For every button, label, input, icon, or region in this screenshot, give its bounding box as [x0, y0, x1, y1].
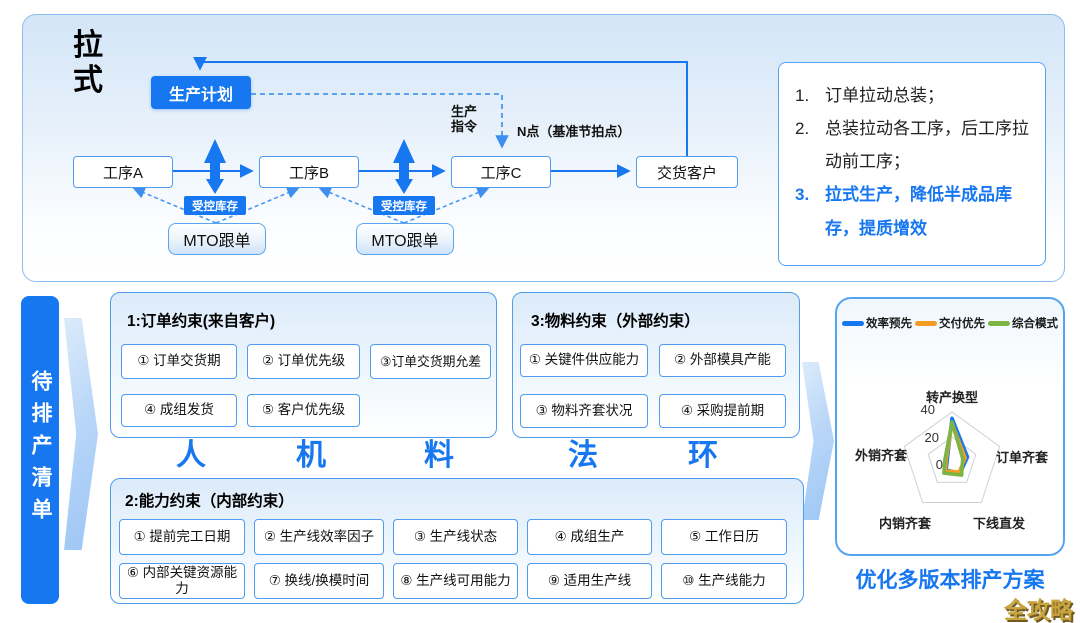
legend-swatch-orange [915, 320, 937, 326]
order-constraints-panel: 1:订单约束(来自客户) ① 订单交货期 ② 订单优先级 ③订单交货期允差 ④ … [110, 292, 497, 438]
panel-title: 1:订单约束(来自客户) [127, 313, 276, 330]
pull-flow-panel: 拉 式 [22, 14, 1065, 282]
note-number: 2. [795, 119, 810, 139]
pull-notes-panel: 1. 订单拉动总装； 2. 总装拉动各工序，后工序拉动前工序； 3. 拉式生产，… [778, 62, 1046, 266]
factor-label: 料 [424, 439, 454, 472]
factor-label: 法 [568, 439, 598, 472]
right-chevron-arrow [64, 318, 98, 550]
flow-connectors [132, 56, 688, 224]
note-item: 2. 总装拉动各工序，后工序拉动前工序； [795, 112, 1035, 178]
constraint-item: ⑤ 工作日历 [661, 519, 787, 555]
constraint-item: ③ 生产线状态 [393, 519, 518, 555]
constraint-item: ⑩ 生产线能力 [661, 563, 787, 599]
controlled-inventory-label-2: 受控库存 [373, 196, 435, 215]
radar-tick: 20 [924, 430, 939, 445]
process-c-box: 工序C [451, 156, 551, 188]
factor-label: 环 [688, 439, 718, 472]
constraint-item: ⑥ 内部关键资源能力 [119, 563, 245, 599]
radar-axis-label: 外销齐套 [855, 448, 908, 463]
material-constraints-panel: 3:物料约束（外部约束） ① 关键件供应能力 ② 外部模具产能 ③ 物料齐套状况… [512, 292, 800, 438]
n-point-label: N点（基准节拍点） [517, 124, 631, 139]
constraint-item: ③订单交货期允差 [370, 344, 491, 379]
constraint-item: ② 生产线效率因子 [254, 519, 384, 555]
pending-schedule-list-label: 待排产清单 [29, 370, 52, 530]
note-number: 1. [795, 86, 810, 105]
mto2-to-process-b [318, 187, 405, 224]
factor-row: 人 机 料 法 环 [0, 441, 1080, 477]
radar-axis-label: 内销齐套 [879, 516, 932, 531]
mto-tracking-box-2: MTO跟单 [356, 223, 454, 255]
legend-label: 交付优先 [939, 318, 985, 330]
constraint-item: ③ 物料齐套状况 [520, 394, 648, 428]
factor-label: 人 [176, 439, 206, 472]
legend-swatch-blue [842, 320, 864, 326]
delivery-customer-box: 交货客户 [636, 156, 738, 188]
pull-mode-title: 拉 式 [73, 29, 103, 97]
mto-tracking-box-1: MTO跟单 [168, 223, 266, 255]
constraint-item: ⑨ 适用生产线 [527, 563, 652, 599]
radar-tick: 40 [920, 402, 935, 417]
legend-label: 效率预先 [866, 318, 912, 330]
factor-label: 机 [296, 439, 326, 472]
inventory-double-arrow-1 [204, 139, 226, 194]
optimized-schedule-caption: 优化多版本排产方案 [855, 569, 1045, 592]
production-order-label: 生产 指令 [451, 104, 478, 134]
radar-legend: 效率预先 交付优先 综合模式 [837, 315, 1063, 331]
feedback-line [193, 56, 688, 156]
legend-label: 综合模式 [1012, 318, 1058, 330]
legend-item: 效率预先 [842, 315, 912, 331]
constraint-item: ④ 成组发货 [121, 394, 237, 427]
radar-tick: 0 [935, 457, 943, 472]
watermark-label: 全攻略 [1004, 597, 1073, 623]
panel-title: 2:能力约束（内部约束） [125, 493, 294, 510]
constraint-item: ① 提前完工日期 [119, 519, 245, 555]
constraint-item: ⑧ 生产线可用能力 [393, 563, 518, 599]
legend-item: 综合模式 [988, 315, 1058, 331]
pending-schedule-list-bar: 待排产清单 [21, 296, 59, 604]
legend-swatch-green [988, 320, 1010, 326]
radar-axis-label: 订单齐套 [996, 450, 1049, 465]
radar-axis-label: 下线直发 [973, 516, 1026, 531]
panel-title: 3:物料约束（外部约束） [531, 313, 700, 330]
mto1-to-process-b [215, 187, 300, 224]
process-a-box: 工序A [73, 156, 173, 188]
note-item-highlight: 3. 拉式生产，降低半成品库存，提质增效 [795, 178, 1035, 244]
note-number: 3. [795, 185, 810, 205]
constraint-item: ⑦ 换线/换模时间 [254, 563, 384, 599]
note-text: 总装拉动各工序，后工序拉动前工序； [825, 119, 1029, 172]
mto1-to-process-a [132, 187, 217, 224]
constraint-item: ④ 采购提前期 [659, 394, 786, 428]
process-b-box: 工序B [259, 156, 359, 188]
constraint-item: ② 订单优先级 [247, 344, 360, 379]
radar-axis-label: 转产换型 [925, 390, 978, 405]
schedule-radar-panel: 效率预先 交付优先 综合模式 转产换型 订单齐套 下线直发 内销齐套 外销齐套 … [835, 297, 1065, 556]
legend-item: 交付优先 [915, 315, 985, 331]
constraint-item: ⑤ 客户优先级 [247, 394, 360, 427]
note-text: 拉式生产，降低半成品库存，提质增效 [825, 185, 1012, 238]
constraint-item: ② 外部模具产能 [659, 344, 786, 377]
capacity-constraints-panel: 2:能力约束（内部约束） ① 提前完工日期 ② 生产线效率因子 ③ 生产线状态 … [110, 478, 804, 604]
production-order-line [251, 93, 509, 149]
constraint-item: ① 关键件供应能力 [520, 344, 648, 377]
inventory-double-arrow-2 [393, 139, 415, 194]
constraint-item: ④ 成组生产 [527, 519, 652, 555]
constraint-item: ① 订单交货期 [121, 344, 237, 379]
radar-chart [903, 411, 1001, 503]
note-text: 订单拉动总装； [825, 86, 944, 105]
mto2-to-process-c [403, 187, 490, 224]
controlled-inventory-label-1: 受控库存 [184, 196, 246, 215]
note-item: 1. 订单拉动总装； [795, 79, 1035, 112]
production-plan-box: 生产计划 [151, 76, 251, 109]
